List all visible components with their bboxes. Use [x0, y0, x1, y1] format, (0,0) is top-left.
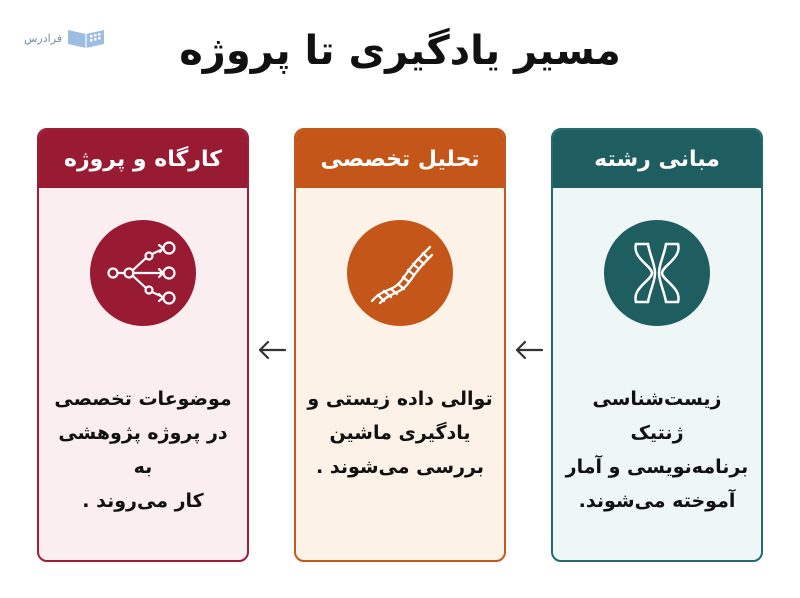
card-basics-line-3: آموخته می‌شوند. [578, 490, 736, 512]
book-grid-icon [68, 30, 105, 48]
card-workshop-line-3: کار می‌روند . [82, 490, 204, 512]
card-workshop-icon-circle [90, 220, 196, 326]
card-analysis: تحلیل تخصصی توالی داده زیستی و یادگیری م… [294, 128, 506, 562]
card-workshop-text: موضوعات تخصصی در پروژه پژوهشی به کار می‌… [49, 382, 237, 518]
card-basics-title: مبانی رشته [553, 130, 761, 188]
card-analysis-line-1: توالی داده زیستی و [307, 388, 493, 410]
card-basics-line-1: زیست‌شناسی ژنتیک [592, 388, 722, 444]
card-analysis-text: توالی داده زیستی و یادگیری ماشین بررسی م… [306, 382, 494, 484]
page-title: مسیر یادگیری تا پروژه [179, 28, 621, 74]
network-flow-icon [107, 241, 176, 305]
card-workshop: کارگاه و پروژه موضوعات تخصصی در پروژه پژ… [37, 128, 249, 562]
card-workshop-title: کارگاه و پروژه [39, 130, 247, 188]
card-basics-icon-circle [604, 220, 710, 326]
dna-strand-icon [370, 245, 434, 305]
card-basics: مبانی رشته زیست‌شناسی ژنتیک برنامه‌نویسی… [551, 128, 763, 562]
card-analysis-line-3: بررسی می‌شوند . [316, 456, 484, 478]
arrow-left-icon [258, 340, 287, 360]
card-workshop-line-2: در پروژه پژوهشی به [58, 422, 228, 478]
brand-logo-text: فرادرس [24, 31, 63, 45]
card-analysis-line-2: یادگیری ماشین [329, 422, 471, 444]
card-analysis-icon-circle [347, 220, 453, 326]
card-analysis-title: تحلیل تخصصی [296, 130, 504, 188]
chromosome-icon [634, 242, 680, 304]
card-workshop-line-1: موضوعات تخصصی [54, 388, 232, 410]
brand-logo: فرادرس [24, 26, 106, 50]
card-basics-line-2: برنامه‌نویسی و آمار [565, 456, 749, 478]
card-basics-text: زیست‌شناسی ژنتیک برنامه‌نویسی و آمار آمو… [563, 382, 751, 518]
arrow-left-icon [515, 340, 544, 360]
